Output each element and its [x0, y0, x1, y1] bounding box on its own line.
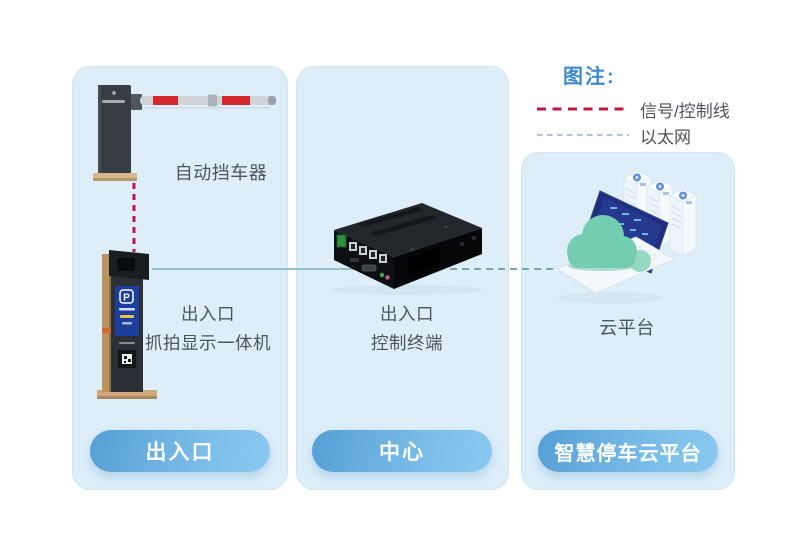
- control-terminal-label: 出入口 控制终端: [325, 300, 489, 358]
- ethernet-line-sample: [537, 134, 629, 136]
- capture-display-label: 出入口 抓拍显示一体机: [126, 300, 290, 358]
- control-terminal-label-line1: 出入口: [380, 304, 434, 324]
- capture-display-label-line1: 出入口: [181, 304, 235, 324]
- signal-control-line-sample: [537, 107, 629, 111]
- panel-entrance: [72, 66, 288, 490]
- barrier-gate-label: 自动挡车器: [174, 163, 268, 183]
- legend-label-ethernet: 以太网: [640, 127, 691, 147]
- legend-title: 图注:: [563, 66, 616, 88]
- zone-pill-smart-parking-cloud: 智慧停车云平台: [538, 430, 718, 472]
- legend-item-signal-control: 信号/控制线: [537, 96, 752, 122]
- capture-display-label-line2: 抓拍显示一体机: [145, 333, 271, 353]
- legend: 图注: 信号/控制线 以太网: [537, 60, 752, 148]
- zone-pill-center: 中心: [312, 430, 492, 472]
- legend-item-ethernet: 以太网: [537, 122, 752, 148]
- zone-pill-entrance: 出入口: [90, 430, 270, 472]
- control-terminal-label-line2: 控制终端: [371, 333, 443, 353]
- cloud-platform-label: 云平台: [599, 318, 655, 338]
- panel-center: [296, 66, 509, 490]
- legend-label-signal-control: 信号/控制线: [640, 101, 730, 121]
